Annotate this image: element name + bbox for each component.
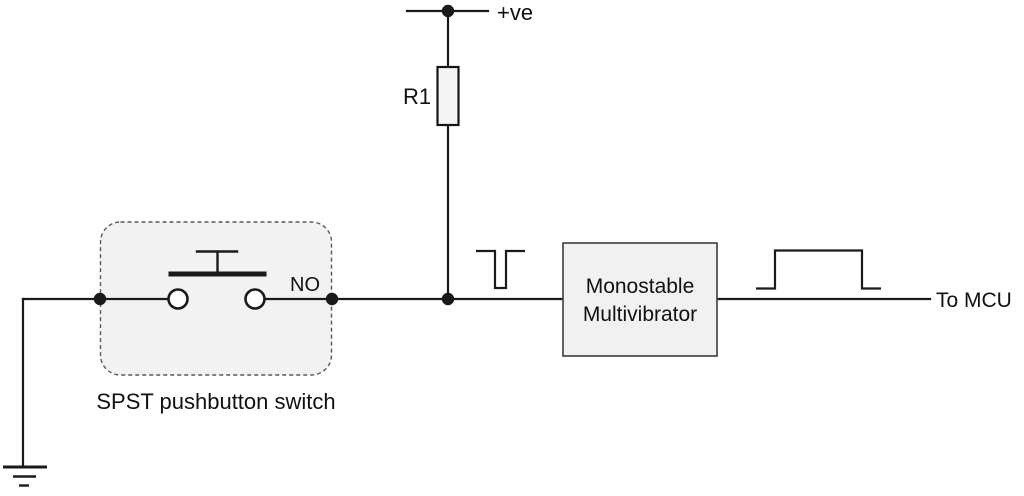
junction-dot-switch-right xyxy=(325,292,339,306)
pushbutton-switch-icon xyxy=(167,250,267,310)
junction-dot-switch-left xyxy=(93,292,107,306)
positive-pulse-icon xyxy=(756,249,881,290)
output-label: To MCU xyxy=(936,289,1012,312)
contact-label: NO xyxy=(290,274,320,296)
supply-label: +ve xyxy=(497,0,533,25)
block-label-line1: Monostable xyxy=(586,275,695,298)
switch-terminal-left xyxy=(167,288,189,310)
block-label-line2: Multivibrator xyxy=(583,303,697,326)
switch-terminal-right xyxy=(244,288,266,310)
monostable-block-box xyxy=(562,242,718,357)
ground-icon xyxy=(3,465,47,487)
resistor-r1-body xyxy=(436,65,460,127)
negative-pulse-icon xyxy=(476,249,525,290)
switch-caption: SPST pushbutton switch xyxy=(96,389,335,414)
junction-dots xyxy=(93,4,455,306)
junction-dot-supply xyxy=(441,4,455,18)
junction-dot-pullup xyxy=(441,292,455,306)
pushbutton-actuator xyxy=(168,250,267,277)
resistor-label: R1 xyxy=(403,84,431,109)
